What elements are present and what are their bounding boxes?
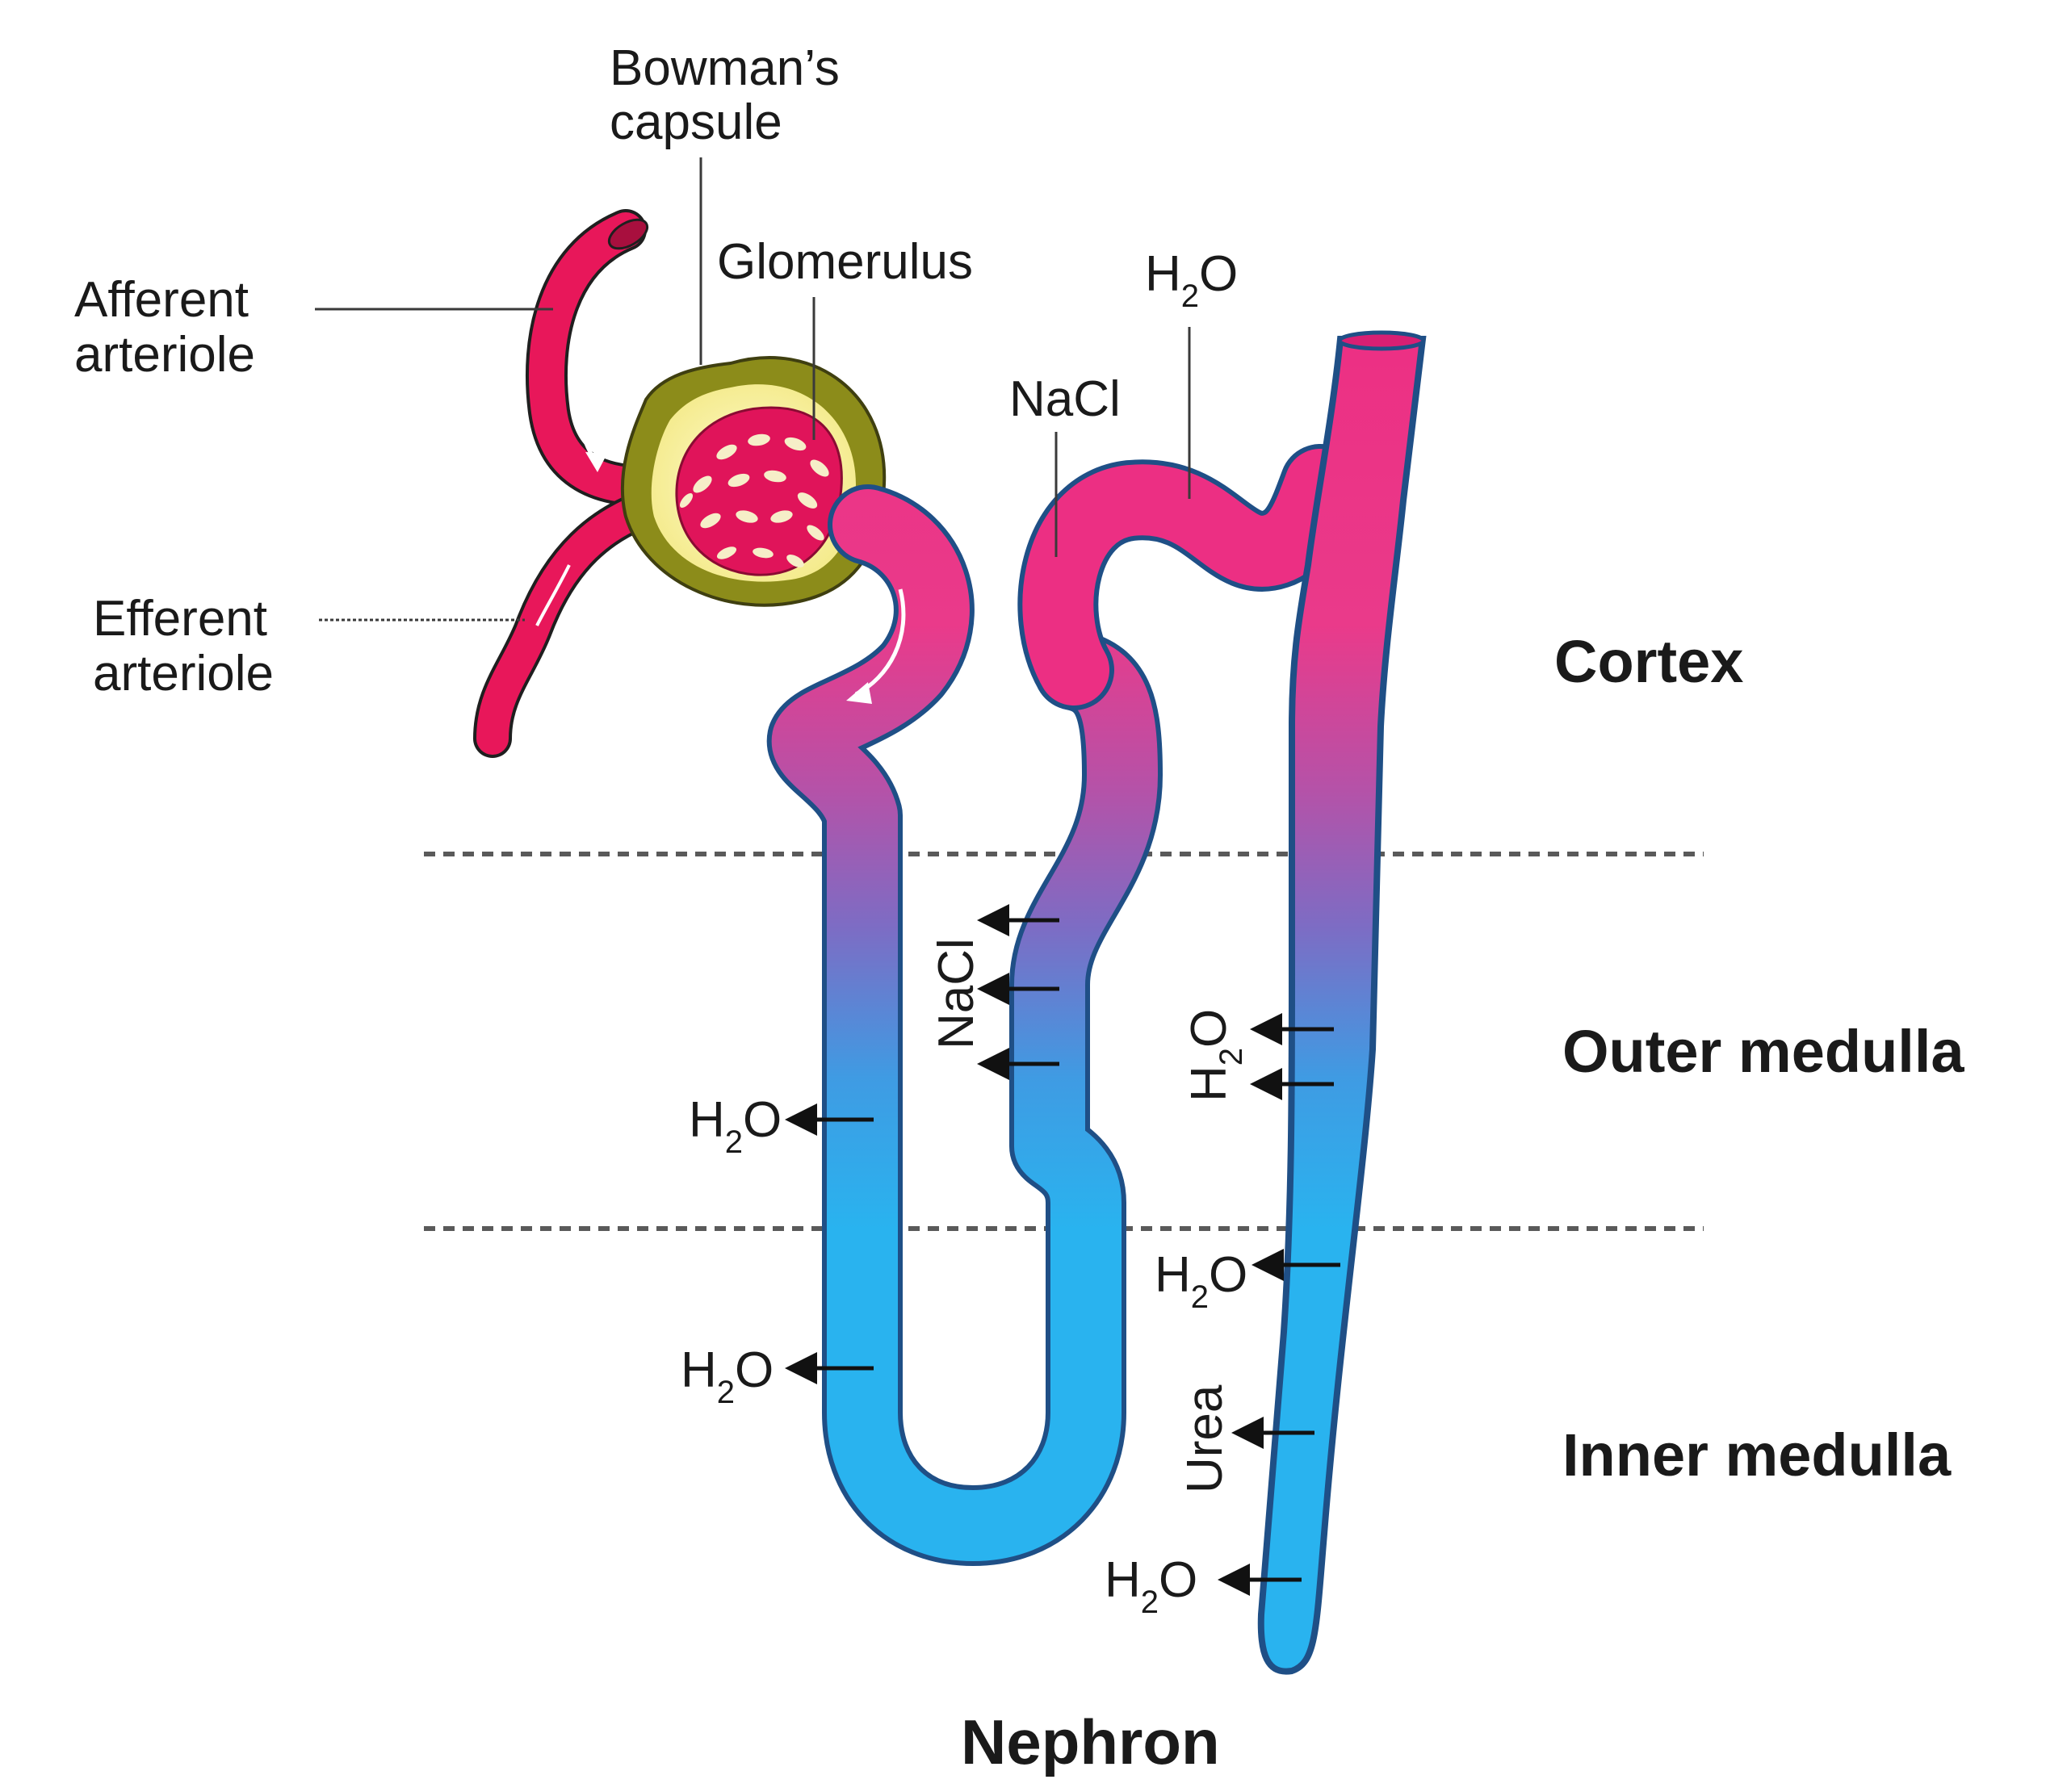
afferent-label-line1: Afferent <box>74 272 249 328</box>
flow-arrow-head <box>846 682 872 704</box>
arrow-h2o-descending-outer <box>785 1103 874 1136</box>
efferent-label-line1: Efferent <box>93 591 267 647</box>
efferent-label-line2: arteriole <box>93 646 274 701</box>
glomerulus <box>675 406 843 576</box>
glomerulus-label: Glomerulus <box>717 234 973 290</box>
diagram-title: Nephron <box>961 1706 1220 1777</box>
h2o-top-h: H <box>1145 246 1181 302</box>
bowmans-capsule-label-line2: capsule <box>610 94 782 150</box>
urea-label: Urea <box>1177 1384 1233 1493</box>
zone-cortex-label: Cortex <box>1554 628 1743 695</box>
arrow-nacl-3 <box>977 1048 1059 1080</box>
arrow-h2o-collecting-lower <box>1218 1564 1302 1596</box>
zone-outer-medulla-label: Outer medulla <box>1562 1018 1964 1085</box>
h2o-label-descending-inner: H2O <box>681 1342 774 1410</box>
h2o-rot-o: O <box>1181 1009 1237 1048</box>
h2o-rot-h: H <box>1181 1066 1237 1102</box>
arrow-nacl-1 <box>977 904 1059 936</box>
arrow-h2o-collecting-upper <box>1252 1249 1340 1281</box>
bowmans-capsule-label-line1: Bowman’s <box>610 40 840 96</box>
nephron-tubule <box>766 444 1361 1566</box>
afferent-arteriole <box>525 209 691 507</box>
arrow-nacl-2 <box>977 973 1059 1005</box>
arrow-urea <box>1231 1417 1314 1449</box>
h2o-top-label: H2O <box>1145 246 1238 314</box>
h2o-top-2: 2 <box>1181 278 1199 314</box>
afferent-label-line2: arteriole <box>74 327 255 383</box>
nacl-top-label: NaCl <box>1009 371 1121 427</box>
arrow-h2o-collecting-rot-2 <box>1250 1068 1334 1100</box>
arrow-h2o-collecting-rot-1 <box>1250 1013 1334 1045</box>
zone-inner-medulla-label: Inner medulla <box>1562 1421 1952 1488</box>
efferent-arteriole <box>473 481 694 758</box>
arrow-h2o-descending-inner <box>785 1352 874 1384</box>
h2o-top-o: O <box>1199 246 1238 302</box>
h2o-rot-2: 2 <box>1214 1048 1249 1066</box>
h2o-label-collecting-upper: H2O <box>1155 1247 1247 1315</box>
collecting-duct <box>1257 330 1427 1675</box>
nacl-side-label: NaCl <box>929 938 984 1049</box>
h2o-label-collecting-lower: H2O <box>1105 1552 1197 1620</box>
h2o-rotated-label: H2O <box>1181 1009 1249 1102</box>
h2o-label-descending-outer: H2O <box>689 1092 782 1160</box>
